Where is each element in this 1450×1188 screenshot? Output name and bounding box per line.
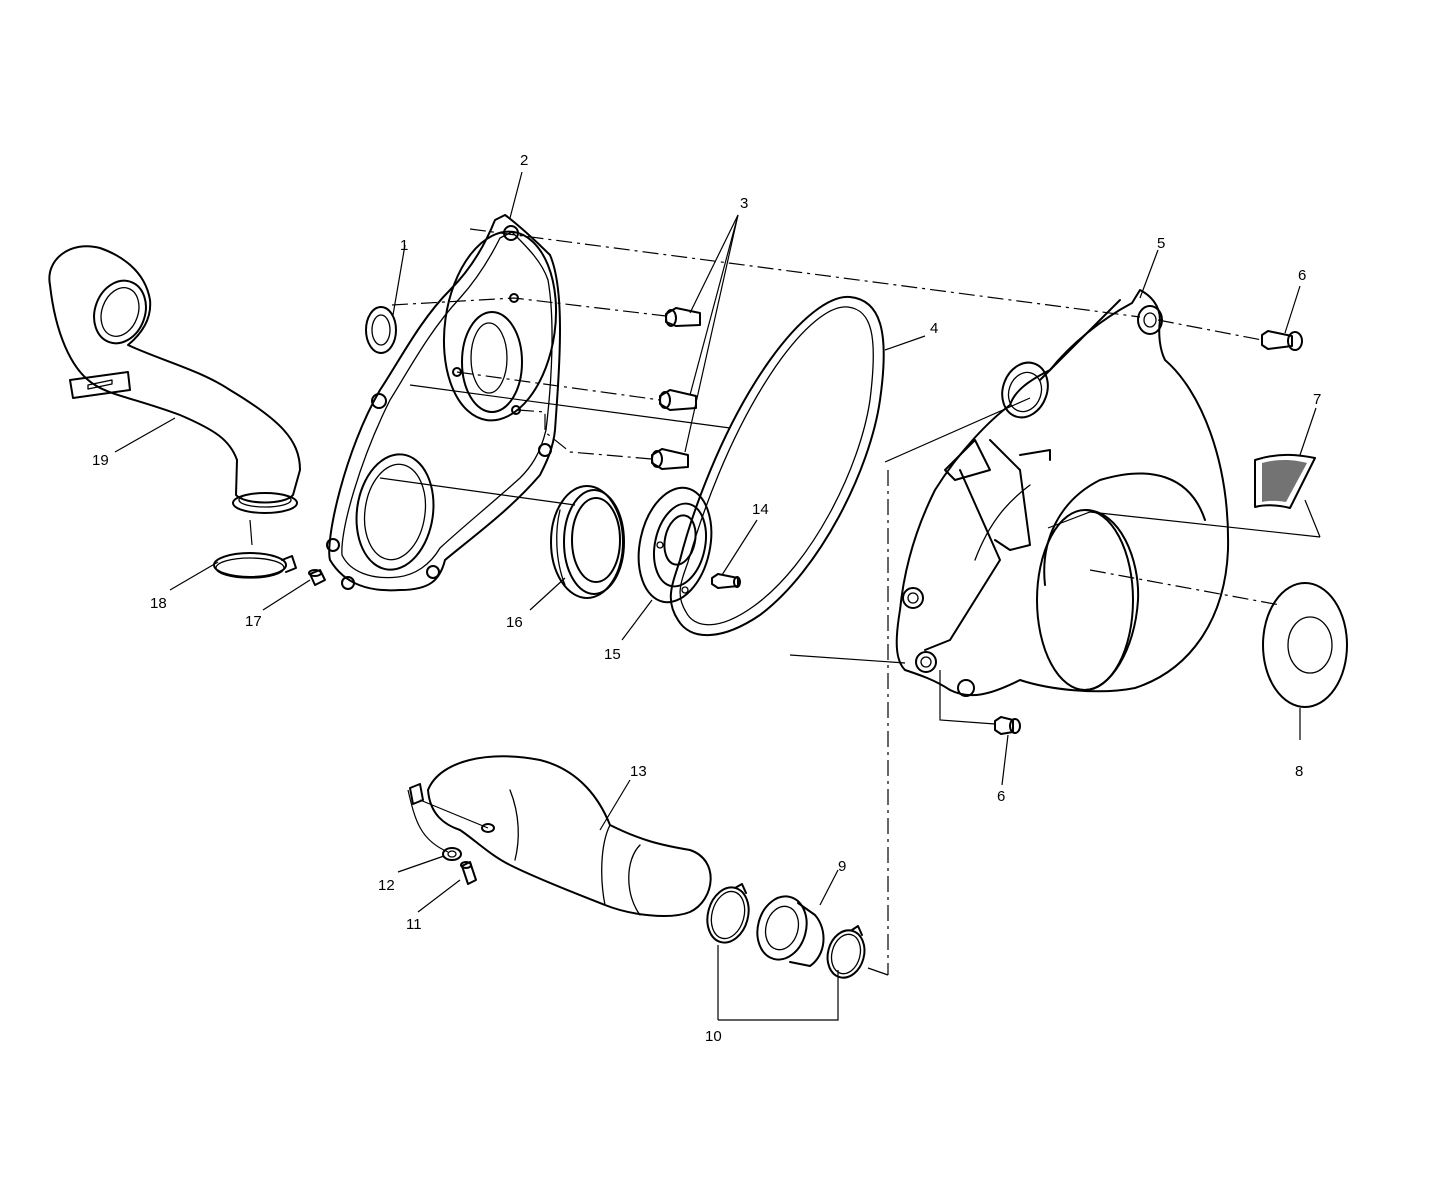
assembly-lines xyxy=(249,228,1321,976)
callout-6-top: 6 xyxy=(1298,267,1306,284)
part-6-screw-bottom xyxy=(994,716,1021,735)
callout-5: 5 xyxy=(1157,235,1165,252)
callout-19: 19 xyxy=(92,452,109,469)
callout-13: 13 xyxy=(630,763,647,780)
callout-1: 1 xyxy=(400,237,408,254)
part-14-screw xyxy=(711,573,741,589)
callout-16: 16 xyxy=(506,614,523,631)
part-5-outer-cover xyxy=(895,289,1230,697)
callout-2: 2 xyxy=(520,152,528,169)
callout-7: 7 xyxy=(1313,391,1321,408)
part-6-screw-top xyxy=(1261,330,1303,351)
callout-14: 14 xyxy=(752,501,769,518)
part-17-plug xyxy=(308,569,326,586)
callout-3: 3 xyxy=(740,195,748,212)
callout-labels: 1 2 3 4 5 6 7 8 6 9 10 11 12 13 14 15 16… xyxy=(92,152,1321,1045)
part-1-seal xyxy=(365,306,397,354)
callout-17: 17 xyxy=(245,613,262,630)
callout-8: 8 xyxy=(1295,763,1303,780)
leader-lines xyxy=(114,171,1317,1021)
part-12-washer xyxy=(442,847,462,861)
part-7-decal xyxy=(1254,453,1316,509)
part-4-belt xyxy=(669,295,885,637)
callout-6-bottom: 6 xyxy=(997,788,1005,805)
part-18-hose-clamp xyxy=(213,552,297,579)
part-9-coupler xyxy=(756,895,825,967)
part-15-flange xyxy=(637,486,713,604)
callout-18: 18 xyxy=(150,595,167,612)
callout-11: 11 xyxy=(406,916,422,933)
part-11-bolt xyxy=(460,861,477,885)
part-8-gasket xyxy=(1262,582,1348,708)
callout-15: 15 xyxy=(604,646,621,663)
callout-12: 12 xyxy=(378,877,395,894)
part-10-clamps xyxy=(706,883,866,979)
callout-9: 9 xyxy=(838,858,846,875)
part-13-duct xyxy=(409,755,712,917)
part-2-housing-plate xyxy=(326,214,561,592)
part-3-bolts xyxy=(651,307,701,470)
callout-4: 4 xyxy=(930,320,938,337)
callout-10: 10 xyxy=(705,1028,722,1045)
part-16-seal xyxy=(550,485,625,599)
part-19-intake-duct xyxy=(48,245,301,514)
